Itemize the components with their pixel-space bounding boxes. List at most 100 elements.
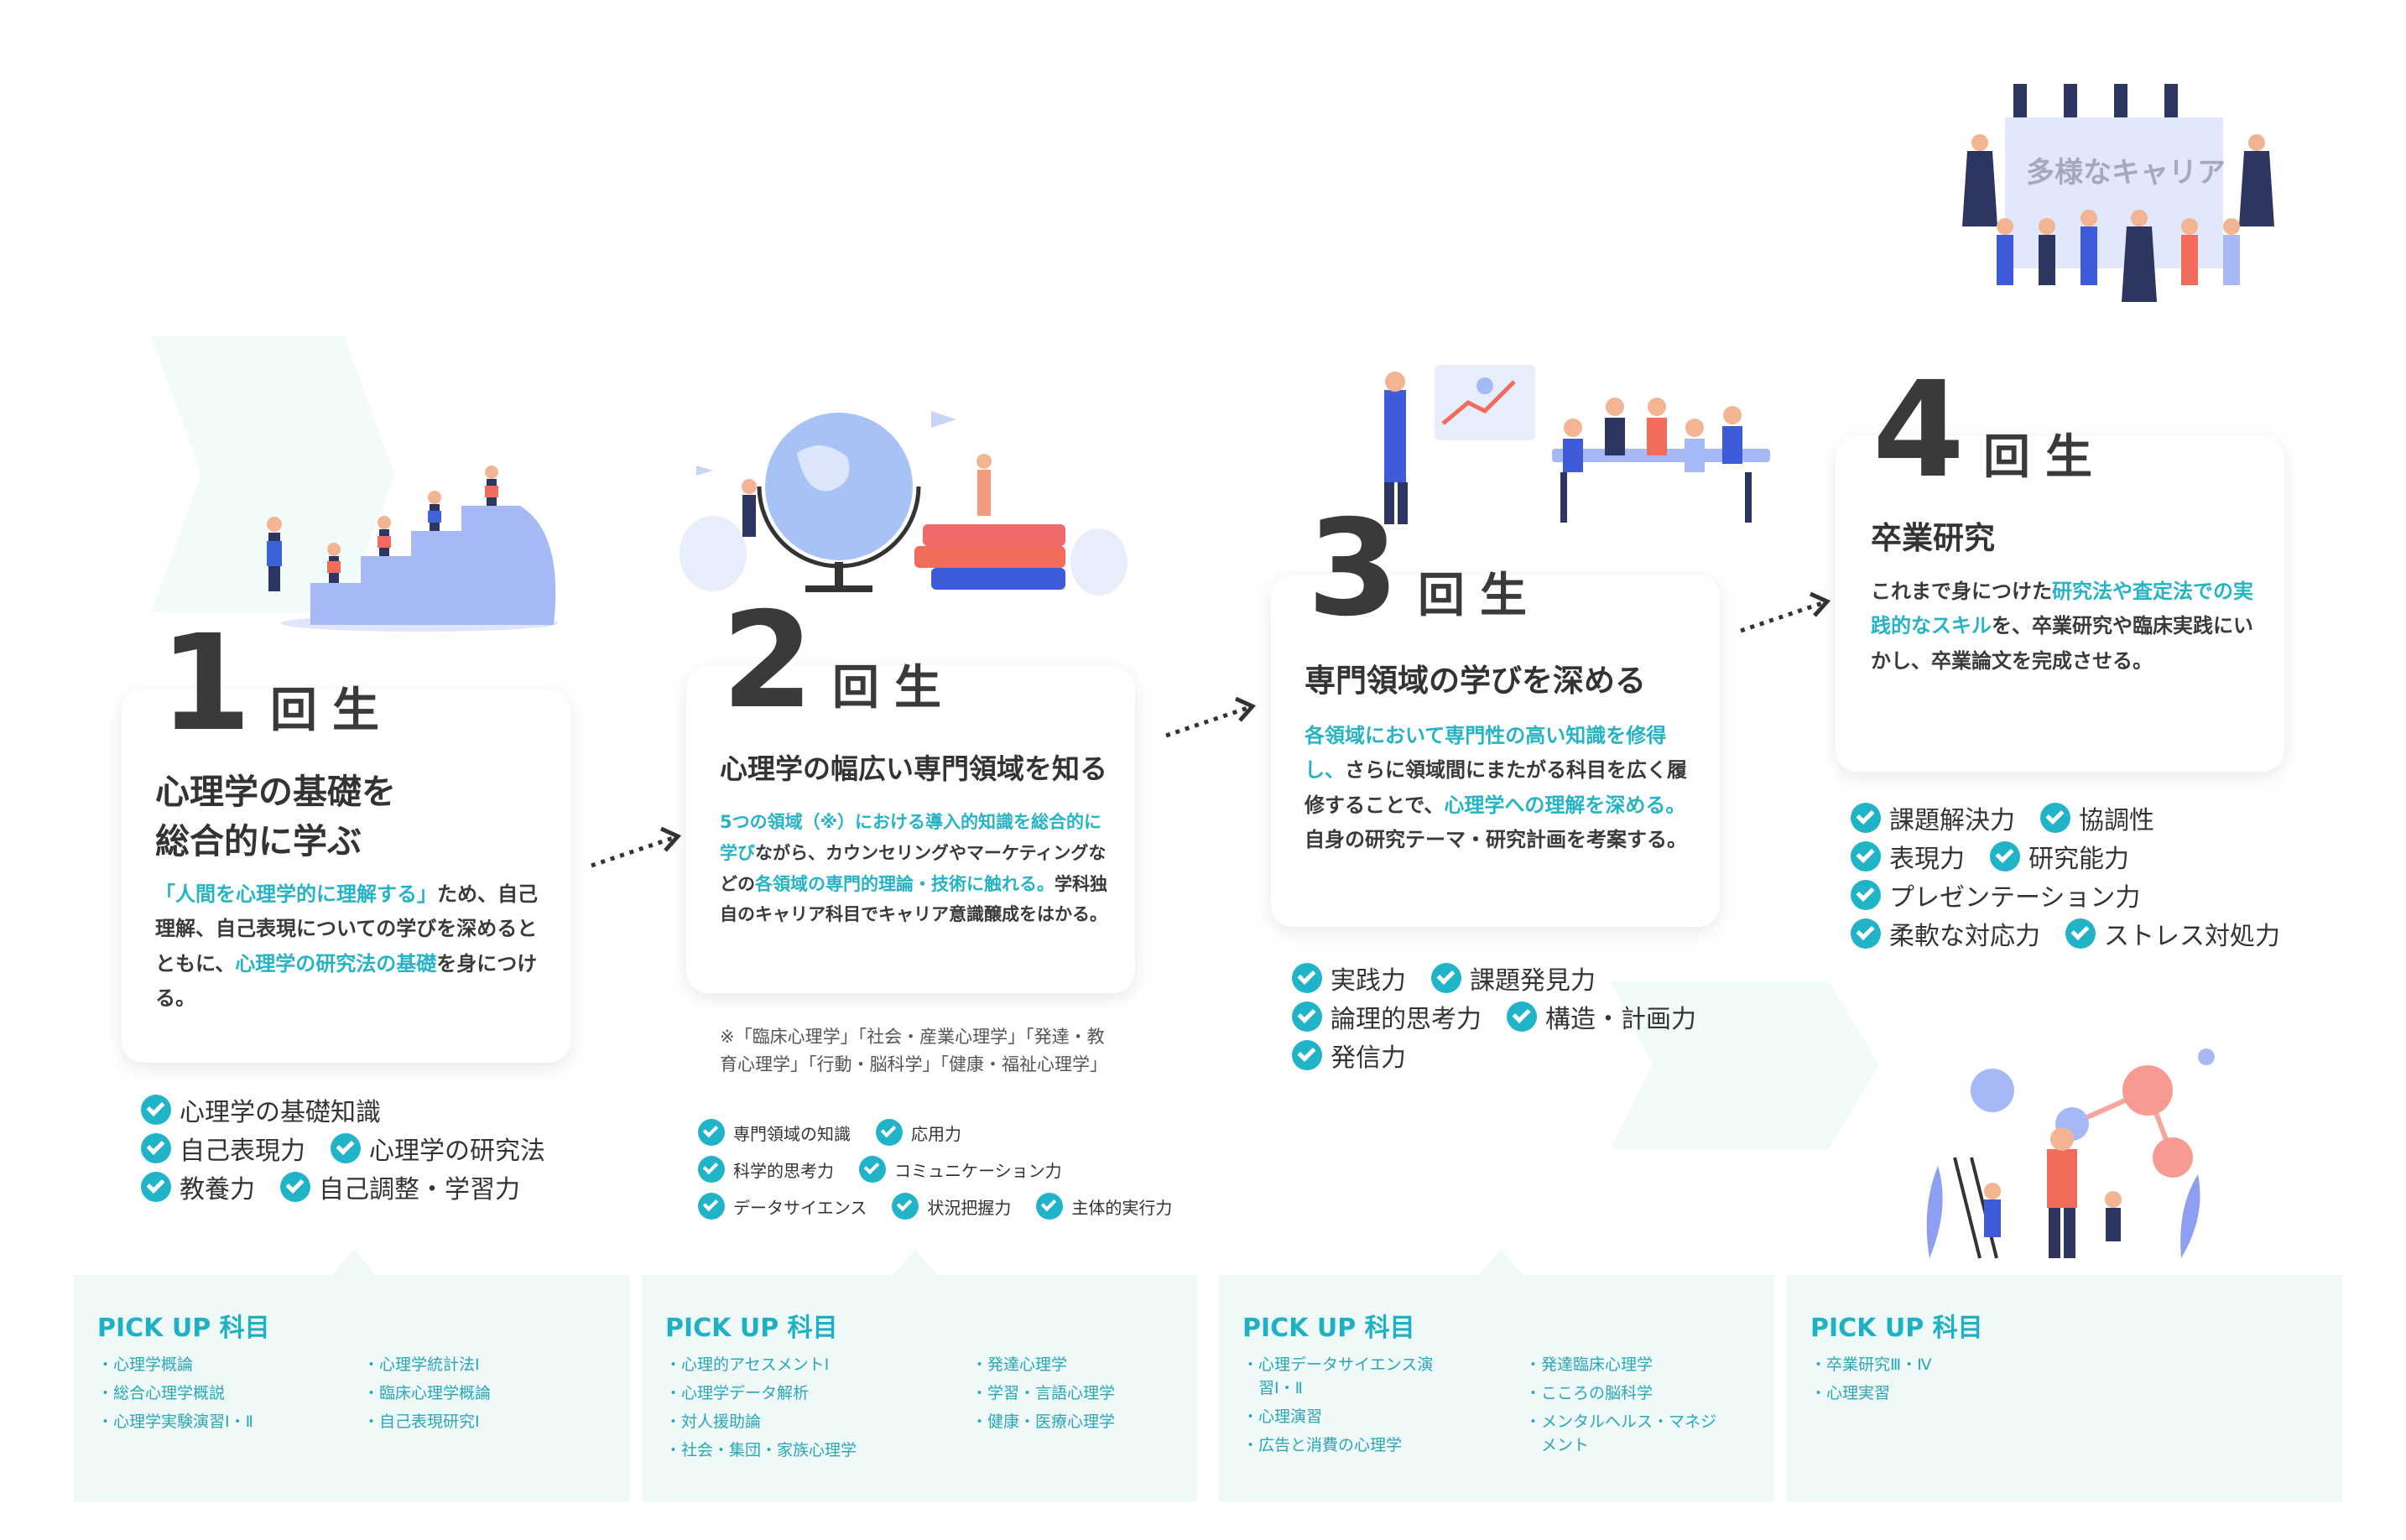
skill: 発信力 bbox=[1331, 1043, 1406, 1073]
pickup-list: ・心理的アセスメントⅠ ・心理学データ解析 ・対人援助論 ・社会・集団・家族心理… bbox=[665, 1350, 857, 1465]
molecule-research-illustration bbox=[1926, 1048, 2215, 1259]
pickup-panel-year3: PICK UP 科目 ・心理データサイエンス演 習Ⅰ・Ⅱ ・心理演習 ・広告と消… bbox=[1219, 1250, 1774, 1501]
skill: 科学的思考力 bbox=[733, 1160, 834, 1181]
pickup-course: ・心理的アセスメントⅠ bbox=[665, 1355, 830, 1374]
pickup-course: ・発達心理学 bbox=[971, 1355, 1068, 1374]
skill: 心理学の研究法 bbox=[369, 1137, 545, 1166]
check-icon bbox=[141, 1172, 171, 1202]
pickup-course: ・心理学統計法Ⅰ bbox=[363, 1355, 480, 1374]
pickup-course: ・総合心理学概説 bbox=[97, 1384, 226, 1402]
check-icon bbox=[698, 1156, 725, 1183]
pickup-course: ・健康・医療心理学 bbox=[971, 1413, 1116, 1431]
year2-footnote: ※「臨床心理学」「社会・産業心理学」「発達・教育心理学」「行動・脳科学」「健康・… bbox=[720, 1027, 1107, 1074]
pickup-title: PICK UP 科目 bbox=[665, 1314, 838, 1343]
check-icon bbox=[1431, 963, 1461, 993]
pickup-course: ・自己表現研究Ⅰ bbox=[363, 1413, 480, 1431]
pickup-course: ・社会・集団・家族心理学 bbox=[665, 1441, 857, 1459]
year4-suffix: 回生 bbox=[1982, 430, 2107, 486]
check-icon bbox=[1851, 841, 1881, 871]
check-icon bbox=[859, 1156, 886, 1183]
check-icon bbox=[141, 1095, 171, 1125]
skill: 専門領域の知識 bbox=[733, 1123, 851, 1144]
year3-skills: 実践力 課題発見力 論理的思考力 構造・計画力 発信力 bbox=[1292, 959, 1721, 1074]
pickup-course: ・臨床心理学概論 bbox=[363, 1384, 492, 1402]
year4-description: これまで身につけた研究法や査定法での実践的なスキルを、卒業研究や臨床実践にいかし… bbox=[1871, 580, 2253, 673]
presentation-illustration bbox=[1384, 365, 1770, 524]
year1-suffix: 回生 bbox=[269, 684, 394, 739]
pickup-list: ・心理学統計法Ⅰ ・臨床心理学概論 ・自己表現研究Ⅰ bbox=[363, 1350, 491, 1436]
pickup-course: ・心理学データ解析 bbox=[665, 1384, 810, 1402]
pickup-course: メント bbox=[1525, 1436, 1590, 1454]
check-icon bbox=[1851, 880, 1881, 910]
skill: 表現力 bbox=[1889, 845, 1965, 874]
check-icon bbox=[892, 1193, 919, 1220]
skill: 心理学の基礎知識 bbox=[180, 1098, 381, 1127]
year2-card bbox=[686, 666, 1135, 993]
skill: 自己調整・学習力 bbox=[319, 1175, 520, 1204]
year4-card bbox=[1836, 436, 2284, 772]
check-icon bbox=[280, 1172, 310, 1202]
year3-number: 3 bbox=[1307, 492, 1399, 646]
pickup-list: ・発達臨床心理学 ・こころの脳科学 ・メンタルヘルス・マネジ メント bbox=[1525, 1350, 1716, 1454]
pickup-course: ・こころの脳科学 bbox=[1525, 1384, 1653, 1402]
progress-arrow-1 bbox=[591, 826, 682, 868]
check-icon bbox=[876, 1119, 903, 1146]
pickup-course: ・卒業研究Ⅲ・Ⅳ bbox=[1810, 1355, 1932, 1374]
year1-number: 1 bbox=[159, 606, 252, 761]
check-icon bbox=[1851, 803, 1881, 833]
skill: 主体的実行力 bbox=[1071, 1197, 1173, 1218]
globe-books-illustration bbox=[680, 411, 1127, 596]
pickup-course: ・心理演習 bbox=[1242, 1407, 1323, 1426]
year3-title: 専門領域の学びを深める bbox=[1305, 663, 1646, 699]
pickup-list: ・心理学概論 ・総合心理学概説 ・心理学実験演習Ⅰ・Ⅱ bbox=[97, 1350, 253, 1436]
pickup-course: ・心理学実験演習Ⅰ・Ⅱ bbox=[97, 1413, 253, 1431]
year2-heading: 2 回生 bbox=[721, 584, 956, 738]
year2-suffix: 回生 bbox=[831, 661, 956, 716]
skill: 論理的思考力 bbox=[1331, 1005, 1482, 1034]
year4-number: 4 bbox=[1872, 353, 1965, 507]
pickup-course: ・対人援助論 bbox=[665, 1413, 762, 1431]
check-icon bbox=[1292, 1040, 1322, 1070]
stairs-illustration bbox=[267, 466, 558, 632]
year4-skills: 課題解決力協調性 表現力研究能力 プレゼンテーション力 柔軟な対応力ストレス対処… bbox=[1851, 799, 2305, 953]
skill: 研究能力 bbox=[2028, 845, 2129, 874]
pickup-panel-year2: PICK UP 科目 ・心理的アセスメントⅠ ・心理学データ解析 ・対人援助論 … bbox=[642, 1250, 1197, 1501]
year4-title: 卒業研究 bbox=[1871, 520, 1995, 556]
year2-description: 5つの領域（※）における導入的知識を総合的に学びながら、カウンセリングやマーケテ… bbox=[720, 812, 1107, 925]
skill: 協調性 bbox=[2079, 806, 2154, 835]
pickup-course: ・心理学概論 bbox=[97, 1355, 194, 1374]
year1-skills: 心理学の基礎知識 自己表現力 心理学の研究法 教養力 自己調整・学習力 bbox=[141, 1090, 570, 1206]
year2-number: 2 bbox=[721, 584, 814, 738]
pickup-course: ・学習・言語心理学 bbox=[971, 1384, 1116, 1402]
year1-title: 心理学の基礎を総合的に学ぶ bbox=[155, 772, 396, 862]
check-icon bbox=[1851, 918, 1881, 949]
pickup-panel-year1: PICK UP 科目 ・心理学概論 ・総合心理学概説 ・心理学実験演習Ⅰ・Ⅱ ・… bbox=[74, 1250, 629, 1501]
year1-description: 「人間を心理学的に理解する」ため、自己理解、自己表現についての学びを深めるととも… bbox=[155, 882, 538, 1010]
year3-card bbox=[1271, 575, 1720, 927]
year3-suffix: 回生 bbox=[1417, 569, 1542, 624]
check-icon bbox=[698, 1119, 725, 1146]
skill: 自己表現力 bbox=[180, 1137, 305, 1166]
pickup-course: ・広告と消費の心理学 bbox=[1242, 1436, 1403, 1454]
check-icon bbox=[1990, 841, 2020, 871]
check-icon bbox=[1292, 1002, 1322, 1032]
skill: 実践力 bbox=[1331, 966, 1406, 996]
year4-heading: 4 回生 bbox=[1872, 353, 2107, 507]
skill: 柔軟な対応力 bbox=[1889, 922, 2040, 951]
skill: 課題解決力 bbox=[1889, 806, 2015, 835]
check-icon bbox=[1036, 1193, 1064, 1220]
year1-card bbox=[122, 689, 570, 1063]
progress-arrow-3 bbox=[1740, 591, 1831, 633]
pickup-title: PICK UP 科目 bbox=[1242, 1314, 1415, 1343]
pickup-course: ・発達臨床心理学 bbox=[1525, 1355, 1653, 1374]
pickup-course: ・心理実習 bbox=[1810, 1384, 1891, 1402]
check-icon bbox=[1292, 963, 1322, 993]
pickup-course: 習Ⅰ・Ⅱ bbox=[1242, 1379, 1303, 1397]
skill: 構造・計画力 bbox=[1545, 1005, 1696, 1034]
year2-title: 心理学の幅広い専門領域を知る bbox=[720, 752, 1107, 785]
skill: 状況把握力 bbox=[927, 1197, 1012, 1218]
skill: 教養力 bbox=[180, 1175, 255, 1204]
year3-description: 各領域において専門性の高い知識を修得し、さらに領域間にまたがる科目を広く履修する… bbox=[1305, 724, 1687, 851]
year2-skills: 専門領域の知識応用力 科学的思考力コミュニケーション力 データサイエンス状況把握… bbox=[698, 1114, 1197, 1225]
skill: 課題発見力 bbox=[1470, 966, 1596, 996]
